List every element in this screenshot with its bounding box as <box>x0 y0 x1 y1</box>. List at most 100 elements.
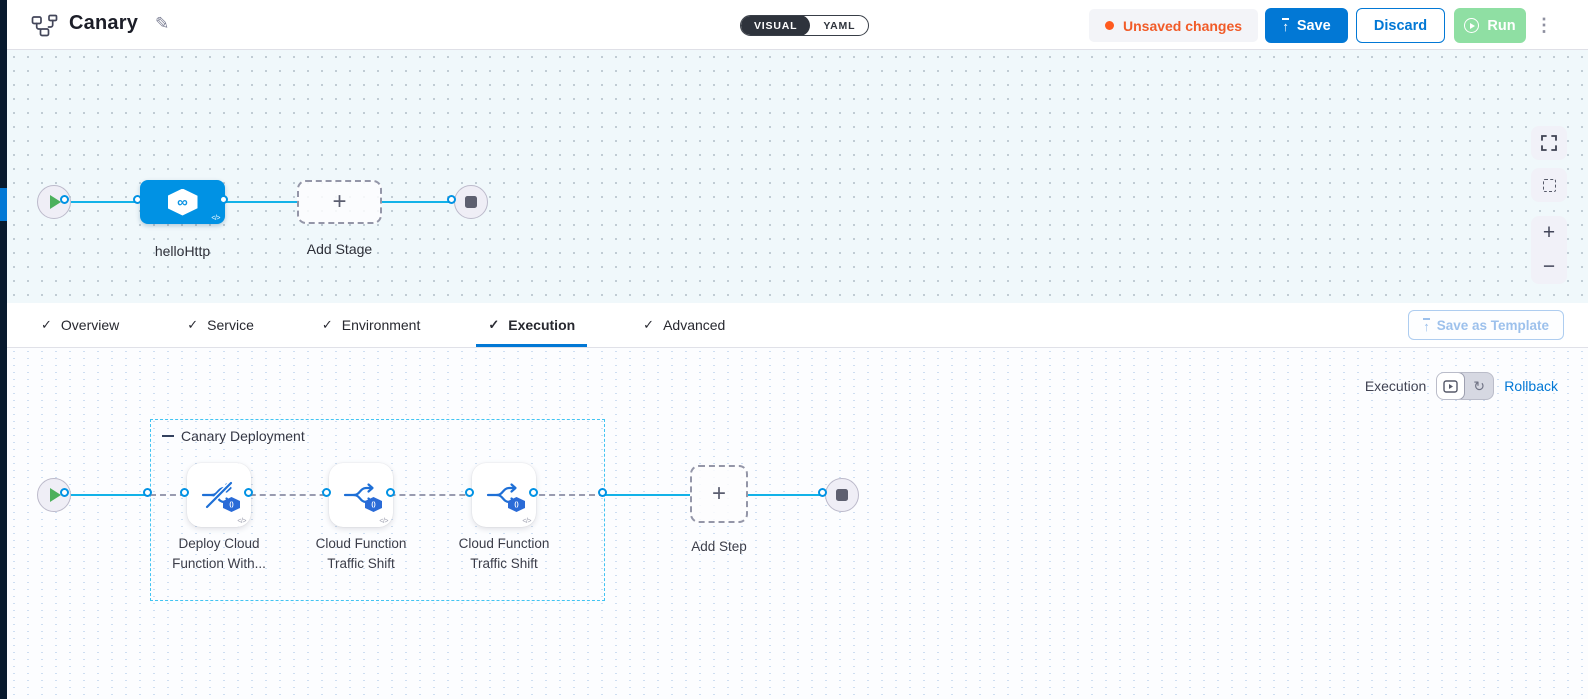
tab-environment[interactable]: ✓ Environment <box>310 303 433 347</box>
tab-label: Advanced <box>663 317 726 333</box>
stage-canvas[interactable]: ∞ </> + helloHttp Add Stage + − <box>7 50 1588 303</box>
fullscreen-button[interactable] <box>1531 126 1567 160</box>
fullscreen-icon <box>1541 135 1557 151</box>
execution-mode-button[interactable] <box>1437 373 1465 399</box>
nav-accent <box>0 188 7 221</box>
check-icon: ✓ <box>41 317 52 332</box>
execution-rollback-switch: Execution ↻ Rollback <box>1365 372 1558 400</box>
add-step-label: Add Step <box>691 539 747 554</box>
tab-label: Execution <box>508 317 576 333</box>
connector-port <box>818 488 827 497</box>
upload-icon: ↑ <box>1282 18 1289 34</box>
cloud-functions-hexagon-icon: ∞ <box>167 188 198 216</box>
plus-icon: + <box>711 480 726 507</box>
execution-end-node <box>825 478 859 512</box>
step-deploy-cloud-function[interactable]: () </> <box>187 463 251 527</box>
link <box>225 201 297 203</box>
execution-mode-label: Execution <box>1364 378 1427 394</box>
save-button-label: Save <box>1296 17 1331 34</box>
yaml-mode-button[interactable]: YAML <box>823 19 856 32</box>
edit-title-icon[interactable]: ✎ <box>155 14 170 33</box>
collapsed-nav-strip <box>0 0 7 699</box>
connector-port <box>322 488 331 497</box>
group-header: Canary Deployment <box>162 428 305 444</box>
pipeline-end-node <box>454 185 488 219</box>
connector-port <box>447 195 456 204</box>
code-icon: </> <box>211 215 220 222</box>
connector-port <box>219 195 228 204</box>
marquee-select-button[interactable] <box>1531 168 1567 202</box>
execution-icon <box>1443 379 1458 393</box>
connector-port <box>180 488 189 497</box>
header-bar: Canary ✎ VISUAL YAML Unsaved changes ↑ S… <box>7 0 1588 50</box>
link <box>605 494 690 496</box>
link <box>382 201 454 203</box>
add-step-button[interactable]: + <box>690 465 748 523</box>
tab-advanced[interactable]: ✓ Advanced <box>631 303 737 347</box>
connector-port <box>143 488 152 497</box>
collapse-group-icon[interactable] <box>162 434 174 438</box>
connector-port <box>133 195 142 204</box>
stage-node-hellohttp[interactable]: ∞ </> <box>140 180 225 224</box>
group-title: Canary Deployment <box>181 428 305 444</box>
tab-label: Overview <box>60 317 120 333</box>
stage-name-label: helloHttp <box>154 243 211 259</box>
step-traffic-shift-1[interactable]: () </> <box>329 463 393 527</box>
rollback-mode-button[interactable]: ↻ <box>1465 373 1493 399</box>
zoom-out-button[interactable]: − <box>1542 255 1556 278</box>
step-label: Cloud Function Traffic Shift <box>315 536 407 571</box>
check-icon: ✓ <box>321 317 333 332</box>
unsaved-dot-icon <box>1105 21 1114 30</box>
stage-tab-bar: ✓ Overview ✓ Service ✓ Environment ✓ Exe… <box>7 303 1588 348</box>
connector-port <box>465 488 474 497</box>
canary-deployment-group <box>150 419 605 601</box>
link <box>71 201 140 203</box>
save-as-template-label: Save as Template <box>1436 317 1549 333</box>
tab-label: Service <box>207 317 254 333</box>
check-icon: ✓ <box>187 317 199 332</box>
link <box>748 494 825 496</box>
tab-execution[interactable]: ✓ Execution <box>476 303 588 347</box>
tab-service[interactable]: ✓ Service <box>175 303 266 347</box>
discard-button-label: Discard <box>1373 17 1428 34</box>
execution-canvas[interactable]: Execution ↻ Rollback Canary Deployment <box>7 348 1588 699</box>
cloud-function-badge-icon: () <box>223 497 240 512</box>
code-icon: </> <box>522 518 531 525</box>
page-title: Canary <box>69 12 139 34</box>
tab-overview[interactable]: ✓ Overview <box>29 303 131 347</box>
run-button-label: Run <box>1487 17 1516 34</box>
add-stage-button[interactable]: + <box>297 180 382 224</box>
connector-port <box>60 195 69 204</box>
step-label: Cloud Function Traffic Shift <box>458 536 550 571</box>
visual-mode-button[interactable]: VISUAL <box>741 16 811 35</box>
step-label: Deploy Cloud Function With... <box>172 536 266 571</box>
play-icon <box>50 195 61 209</box>
connector-port <box>60 488 69 497</box>
code-icon: </> <box>379 518 388 525</box>
connector-port <box>529 488 538 497</box>
rollback-link[interactable]: Rollback <box>1504 378 1558 394</box>
save-button[interactable]: ↑ Save <box>1265 8 1348 43</box>
rollback-icon: ↻ <box>1473 377 1485 394</box>
connector-port <box>244 488 253 497</box>
play-circle-icon <box>1464 18 1480 33</box>
cloud-function-badge-icon: () <box>508 497 525 512</box>
zoom-in-button[interactable]: + <box>1542 221 1556 244</box>
play-icon <box>50 488 61 502</box>
unsaved-changes-badge: Unsaved changes <box>1089 9 1259 42</box>
plus-icon: + <box>332 188 347 215</box>
save-as-template-button[interactable]: ↑ Save as Template <box>1408 310 1564 340</box>
mode-toggle: ↻ <box>1436 372 1495 400</box>
zoom-controls: + − <box>1531 216 1567 284</box>
link <box>71 494 150 496</box>
visual-yaml-toggle: VISUAL YAML <box>740 15 870 36</box>
check-icon: ✓ <box>488 317 500 332</box>
more-options-icon[interactable]: ⋮ <box>1535 15 1553 35</box>
connector-port <box>386 488 395 497</box>
marquee-icon <box>1542 178 1556 192</box>
step-traffic-shift-2[interactable]: () </> <box>472 463 536 527</box>
stop-icon <box>836 489 848 501</box>
run-button[interactable]: Run <box>1454 8 1526 43</box>
discard-button[interactable]: Discard <box>1356 8 1445 43</box>
